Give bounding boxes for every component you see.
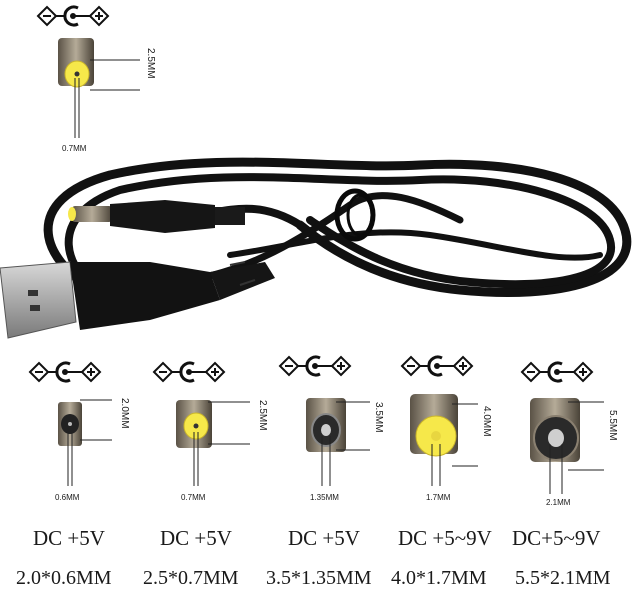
connector-tip xyxy=(530,398,604,494)
polarity-center-positive-icon xyxy=(400,355,474,377)
outer-diameter-label: 2.0MM xyxy=(119,398,130,429)
connector-tip xyxy=(410,394,478,486)
outer-diameter-label: 4.0MM xyxy=(481,406,492,437)
inner-diameter-label: 2.1MM xyxy=(546,498,571,507)
top-connector-tip xyxy=(58,38,140,138)
size-label: 2.0*0.6MM xyxy=(16,567,112,589)
black-cable xyxy=(43,157,632,304)
inner-diameter-label: 0.7MM xyxy=(181,493,206,502)
polarity-center-positive-icon xyxy=(152,361,226,383)
cable-tie xyxy=(334,188,376,242)
top-outer-diameter-label: 2.5MM xyxy=(145,48,156,79)
voltage-label: DC +5V xyxy=(288,526,360,550)
size-label: 5.5*2.1MM xyxy=(515,567,611,589)
connector-tip xyxy=(306,398,370,486)
inner-diameter-label: 1.35MM xyxy=(310,493,339,502)
size-label: 4.0*1.7MM xyxy=(391,567,487,589)
usb-plug xyxy=(0,261,275,339)
size-label: 2.5*0.7MM xyxy=(143,567,239,589)
inner-diameter-label: 0.6MM xyxy=(55,493,80,502)
outer-diameter-label: 5.5MM xyxy=(607,410,618,441)
voltage-label: DC+5~9V xyxy=(512,526,601,550)
voltage-label: DC +5V xyxy=(160,526,232,550)
voltage-label: DC +5V xyxy=(33,526,105,550)
polarity-center-positive-icon xyxy=(278,355,352,377)
connector-tip xyxy=(58,399,112,486)
inner-diameter-label: 1.7MM xyxy=(426,493,451,502)
top-inner-diameter-label: 0.7MM xyxy=(62,144,87,153)
polarity-center-positive-icon xyxy=(520,361,594,383)
outer-diameter-label: 3.5MM xyxy=(373,402,384,433)
polarity-center-positive-icon xyxy=(36,5,110,27)
polarity-center-positive-icon xyxy=(28,361,102,383)
size-label: 3.5*1.35MM xyxy=(266,567,372,589)
outer-diameter-label: 2.5MM xyxy=(257,400,268,431)
dc-plug xyxy=(68,200,245,233)
voltage-label: DC +5~9V xyxy=(398,526,492,550)
connector-tip xyxy=(176,400,250,486)
